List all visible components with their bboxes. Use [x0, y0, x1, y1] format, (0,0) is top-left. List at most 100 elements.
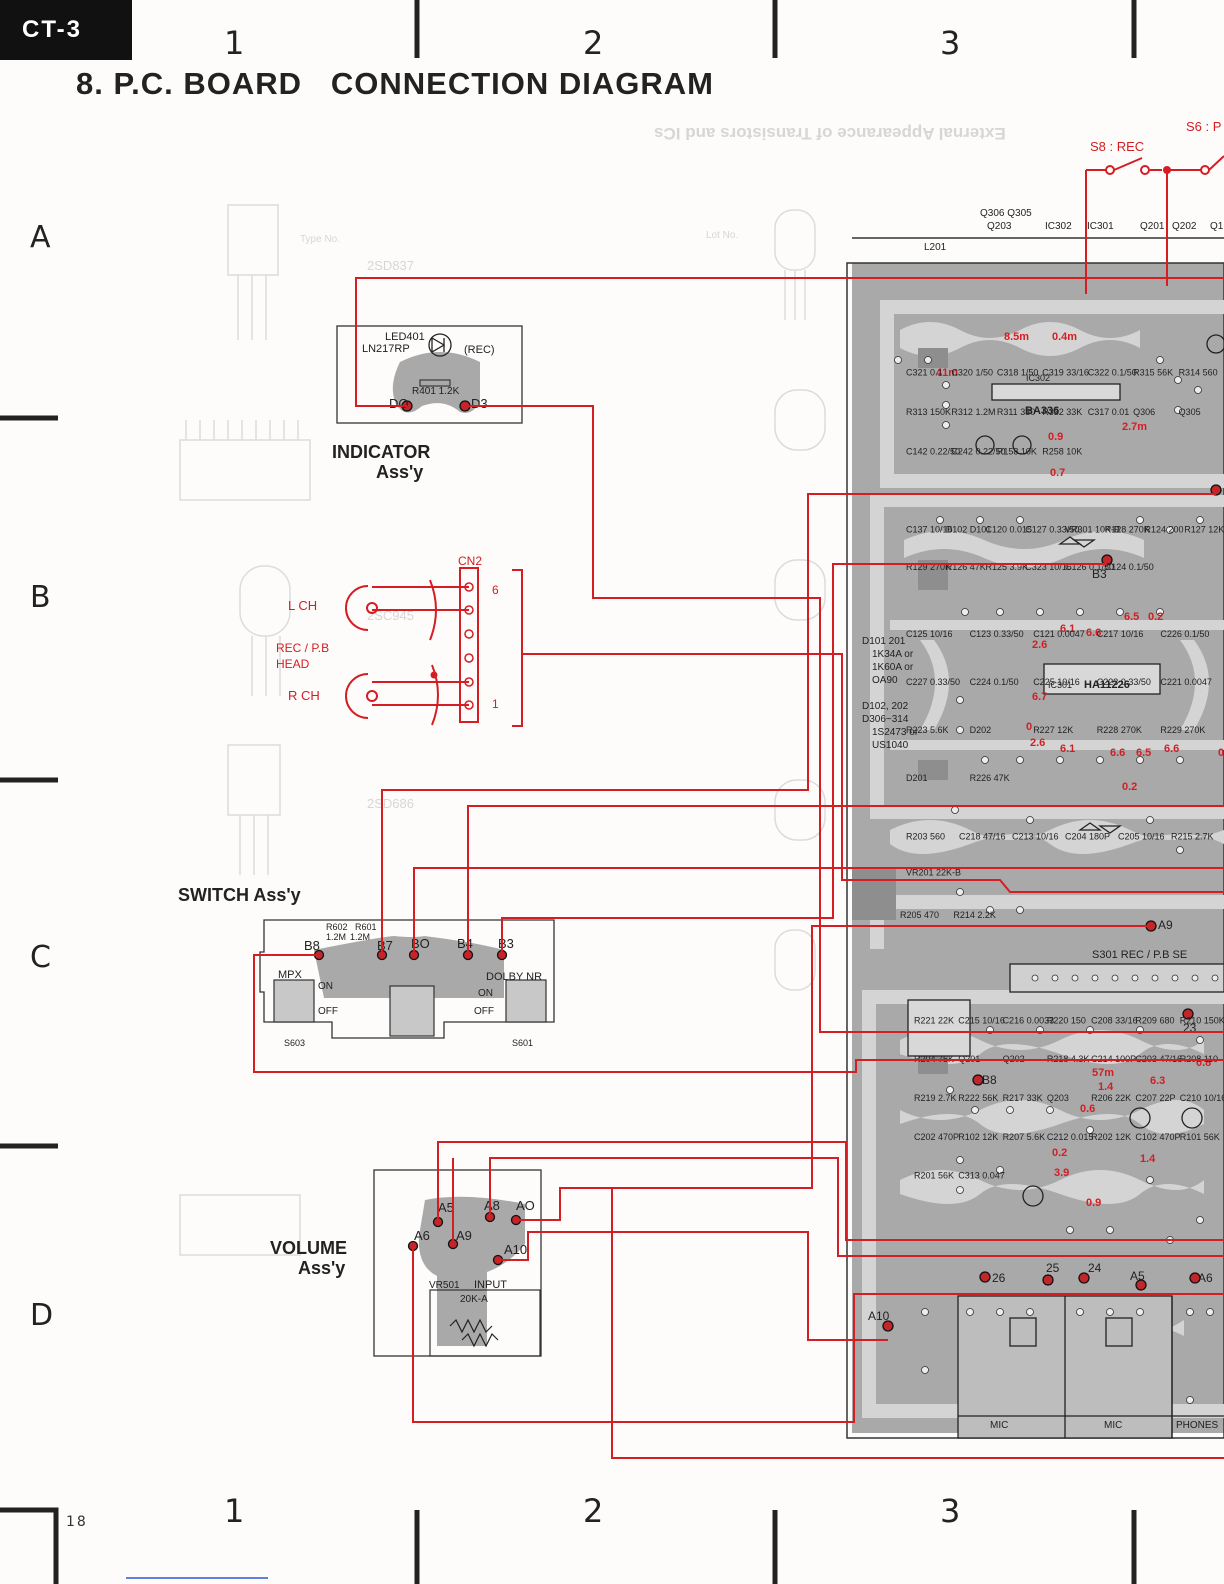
terminal-label: A5 [438, 1200, 454, 1215]
head-label: REC / P.B [276, 641, 329, 655]
board-ref: L201 [924, 242, 947, 253]
component-label: R206 22K [1091, 1093, 1131, 1103]
wire-a10 [498, 1231, 888, 1341]
component-label: C213 10/16 [1012, 832, 1059, 842]
terminal-label: B3 [1092, 567, 1107, 581]
board-ref: Q202 [1172, 221, 1197, 232]
board-ref: Q306 Q305 [980, 208, 1032, 219]
terminal-label: A8 [484, 1198, 500, 1213]
component-label: R101 56K [1180, 1132, 1220, 1142]
voltage-value: 6.7 [1032, 691, 1047, 703]
board-ref: Q203 [987, 221, 1012, 232]
component-label: C120 0.015 [986, 525, 1033, 535]
wire-b3 [501, 563, 1107, 955]
component-label: R210 150K [1180, 1015, 1224, 1025]
ghost-print: External Appearance of Transistors and I… [179, 124, 1006, 1256]
voltage-value: 1.4 [1098, 1081, 1114, 1093]
component-label: R129 270K [906, 562, 951, 572]
ghost-part-label: 2SD837 [367, 258, 414, 273]
terminal-label: D3 [471, 396, 488, 411]
ic301-body [1043, 663, 1161, 695]
component-label: C223 0.33/50 [1097, 677, 1151, 687]
resistor-label: R401 1.2K [412, 386, 460, 397]
component-label: C124 0.1/50 [1105, 562, 1154, 572]
component-label: R315 56K [1133, 368, 1173, 378]
voltage-value: 6.6 [1086, 627, 1101, 639]
component-label: C313 0.047 [958, 1171, 1005, 1181]
component-label: R205 470 [900, 910, 939, 920]
voltage-value: 6.1 [1060, 743, 1075, 755]
component-label: C318 1/50 [997, 368, 1039, 378]
rec-switch-label: S8 : REC [1090, 139, 1144, 154]
grid-row-label: B [30, 580, 51, 615]
grid-column-label: 1 [224, 24, 245, 62]
ic-label: HA11226 [1084, 679, 1130, 691]
voltage-value: 6.6 [1164, 743, 1179, 755]
component-label: C224 0.1/50 [970, 677, 1019, 687]
left-channel-label: L CH [288, 598, 317, 613]
component-label: VR201 22K-B [906, 868, 961, 878]
component-label: C226 0.1/50 [1160, 629, 1209, 639]
component-label: R217 33K [1003, 1093, 1043, 1103]
component-label: C242 0.22/50 [951, 446, 1005, 456]
section-label: MIC [990, 1420, 1008, 1431]
volume-title: VOLUME [270, 1238, 347, 1258]
resistor-value: 1.2M [350, 932, 370, 942]
frame-marks [0, 0, 1137, 1584]
voltage-value: 3.9 [1054, 1167, 1069, 1179]
component-label: C204 180P [1065, 832, 1110, 842]
terminal-label: A9 [1158, 918, 1173, 932]
wire-b8 [253, 954, 1224, 1073]
wire-input [560, 1187, 1224, 1459]
component-label: VR301 10K-B [1065, 525, 1120, 535]
component-label: C212 0.015 [1047, 1132, 1094, 1142]
pcb-pads [894, 356, 1219, 1404]
component-label: C202 470P [914, 1132, 959, 1142]
terminal-label: B8 [304, 938, 320, 953]
voltage-value: 2.6 [1032, 639, 1047, 651]
component-label: R220 150 [1047, 1015, 1086, 1025]
component-label: R102 12K [958, 1132, 998, 1142]
input-label: INPUT [474, 1279, 507, 1291]
board-ref: IC301 [1087, 221, 1114, 232]
terminal-label: B3 [498, 936, 514, 951]
voltage-value: 0.2 [1148, 611, 1163, 623]
grid-row-label: A [30, 220, 51, 255]
component-label: R314 560 [1179, 368, 1218, 378]
component-label: R226 47K [970, 773, 1010, 783]
diode-note: D101 201 [862, 636, 906, 647]
grid-column-label: 3 [940, 1492, 961, 1530]
grid-row-label: D [30, 1298, 54, 1333]
terminal-label: BO [411, 936, 430, 951]
indicator-assy: LED401 LN217RP (REC) R401 1.2K DO D3 IND… [332, 325, 523, 482]
wire-do [355, 277, 1224, 407]
component-label: C319 33/16 [1042, 368, 1089, 378]
terminal-label: AO [516, 1198, 535, 1213]
board-terminal-pads [882, 484, 1222, 1332]
component-label: C216 0.0033 [1003, 1015, 1055, 1025]
terminal-label: B8 [982, 1073, 997, 1087]
component-label: R201 56K [914, 1171, 954, 1181]
page-number: 18 [66, 1514, 88, 1530]
component-label: R223 5.6K [906, 725, 949, 735]
pot-value: 20K-A [460, 1294, 488, 1305]
mpx-label: MPX [278, 969, 303, 981]
component-label: R158 10K [997, 446, 1037, 456]
voltage-value: 0.6 [1080, 1103, 1095, 1115]
top-switches: S8 : REC S6 : P [1085, 119, 1224, 294]
diode-note: 1K60A or [872, 662, 914, 673]
diode-note: D102, 202 [862, 701, 909, 712]
voltage-value: 0.2 [1052, 1147, 1067, 1159]
component-label: R127 12K [1184, 525, 1224, 535]
switch-assy: SWITCH Ass'y B8 B7 BO B4 B3 R602 R601 1.… [178, 885, 555, 1048]
component-label: R214 2.2K [953, 910, 996, 920]
component-label: C227 0.33/50 [906, 677, 960, 687]
switch-ref: S601 [512, 1038, 533, 1048]
terminal-label: B7 [377, 938, 393, 953]
terminal-label: 26 [992, 1271, 1006, 1285]
voltage-value: 8.5m [1004, 331, 1029, 343]
voltage-value: 0.9 [1086, 1197, 1101, 1209]
pot-ref: VR501 [429, 1280, 460, 1291]
